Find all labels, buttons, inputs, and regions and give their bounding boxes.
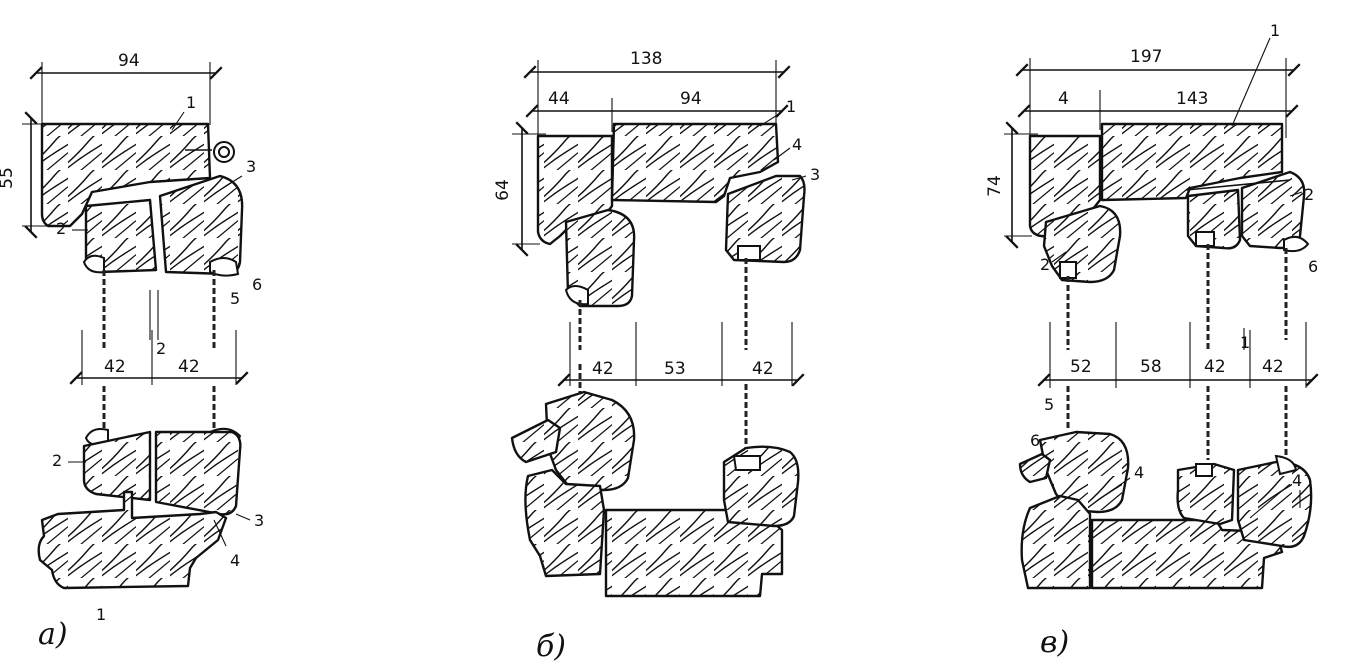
dim-b-glass-2: 53 (664, 359, 686, 379)
dim-c-glass-3: 42 (1204, 357, 1226, 377)
callout-c-6: 6 (1308, 257, 1318, 276)
callout-c-4b: 4 (1292, 471, 1302, 490)
callout-a-3b: 3 (254, 511, 264, 530)
callout-a-5: 5 (230, 289, 240, 308)
sash-a-outer-bottom (154, 430, 242, 516)
callout-c-2b: 2 (1040, 255, 1050, 274)
callout-b-4: 4 (792, 135, 802, 154)
drip-c (1018, 452, 1052, 484)
frame-a-sill (37, 490, 228, 590)
sill-b-left (524, 468, 606, 578)
callout-a-2b: 2 (52, 451, 62, 470)
sash-c-right (1240, 170, 1306, 250)
callout-c-2: 2 (1304, 185, 1314, 204)
callout-c-1: 1 (1270, 21, 1280, 40)
dim-c-glass-4: 42 (1262, 357, 1284, 377)
caption-a-sup: 1 (96, 605, 106, 624)
callout-c-6b: 6 (1030, 431, 1040, 450)
dim-b-glass-1: 42 (592, 359, 614, 379)
dim-b-height: 64 (493, 179, 513, 201)
callout-a-1: 1 (186, 93, 196, 112)
frame-b-top (610, 122, 780, 204)
caption-a: а) (38, 617, 68, 652)
callout-a-4: 4 (230, 551, 240, 570)
caption-b: б) (536, 629, 566, 664)
dim-a-glass-1: 42 (104, 357, 126, 377)
sash-c-bottom-left (1038, 430, 1130, 514)
dim-b-glass-3: 42 (752, 359, 774, 379)
dim-a-glass-2: 42 (178, 357, 200, 377)
sash-b-bottom-left (544, 390, 636, 492)
sash-b-inner (564, 208, 636, 308)
dim-c-left: 4 (1058, 89, 1069, 109)
sash-c-bottom-mid (1176, 462, 1236, 526)
dim-c-right: 143 (1176, 89, 1208, 109)
callout-b-3: 3 (810, 165, 820, 184)
frame-c-top (1100, 122, 1284, 202)
dim-b-right: 94 (680, 89, 702, 109)
callout-a-3: 3 (246, 157, 256, 176)
callout-c-5: 5 (1044, 395, 1054, 414)
dim-a-width: 94 (118, 51, 140, 71)
callout-b-1: 1 (786, 97, 796, 116)
gap-a-label: 2 (156, 339, 166, 358)
drip-b (510, 418, 562, 464)
panel-a: 94 55 2 42 42 (0, 51, 264, 652)
dim-b-total: 138 (630, 49, 662, 69)
dim-a-height: 55 (0, 167, 17, 189)
panel-c: 197 4 143 74 1 52 (985, 21, 1319, 660)
sill-c-left (1020, 494, 1092, 590)
dim-c-height: 74 (985, 175, 1005, 197)
callout-a-6: 6 (252, 275, 262, 294)
dim-c-glass-1: 52 (1070, 357, 1092, 377)
callout-c-4: 4 (1134, 463, 1144, 482)
dim-b-left: 44 (548, 89, 570, 109)
gap-c-label: 1 (1240, 333, 1250, 352)
callout-a-2: 2 (56, 219, 66, 238)
dim-c-total: 197 (1130, 47, 1162, 67)
dim-c-glass-2: 58 (1140, 357, 1162, 377)
panel-b: 138 44 94 64 42 53 42 (493, 49, 820, 664)
frame-a-top (40, 122, 212, 228)
sash-c-bottom-right (1236, 460, 1313, 549)
caption-c: в) (1040, 625, 1069, 660)
sash-b-outer (724, 174, 806, 264)
